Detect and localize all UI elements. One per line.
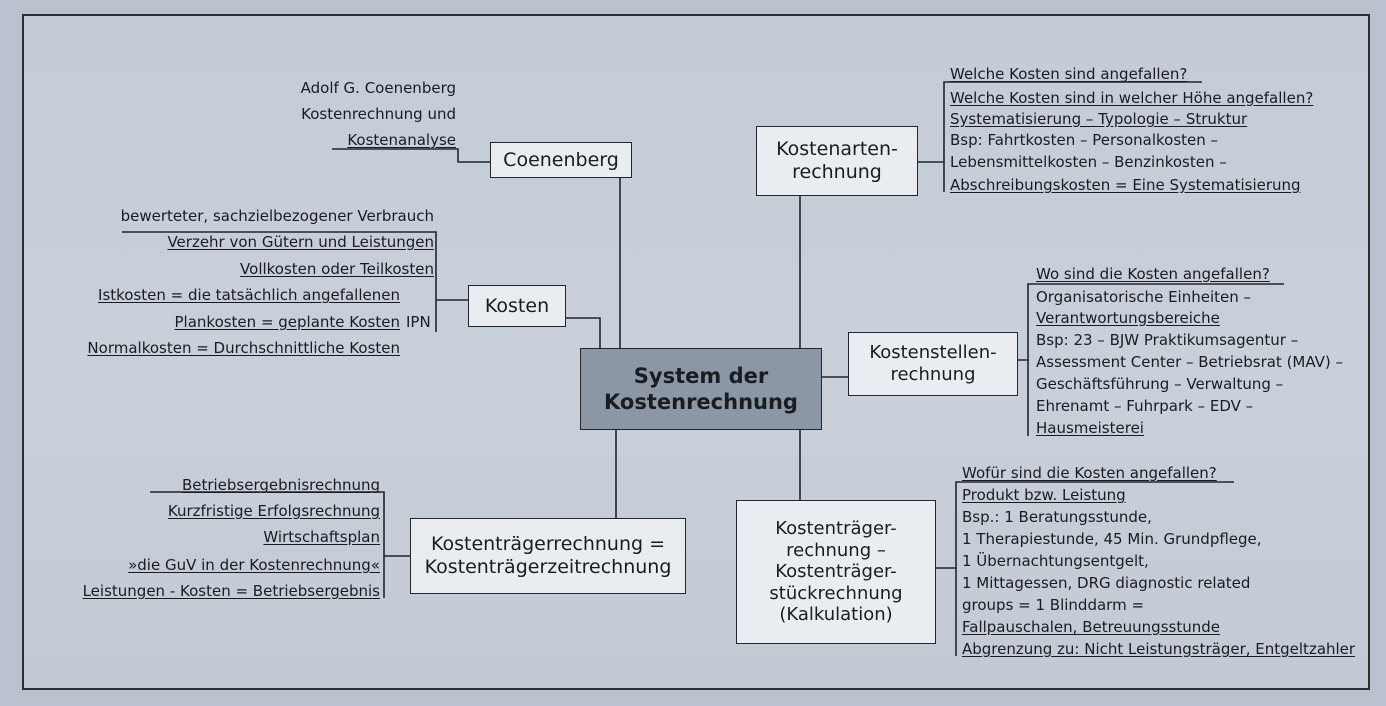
- kosten-note: bewerteter, sachzielbezogener Verbrauch: [120, 207, 434, 225]
- connector-coenenberg-notes: [332, 148, 490, 163]
- kostenstellen-note: Hausmeisterei: [1036, 419, 1144, 437]
- connector-kt-zeit-notes-top: [150, 491, 410, 557]
- coenenberg-note: Kostenrechnung und: [301, 105, 456, 123]
- node-coenenberg: Coenenberg: [490, 142, 632, 178]
- node-kosten-label: Kosten: [484, 294, 550, 317]
- kostentraeger-stueck-note: Bsp.: 1 Beratungsstunde,: [962, 508, 1152, 526]
- connector-kt-stueck-notes: [936, 481, 1234, 569]
- kosten-note: Verzehr von Gütern und Leistungen: [167, 233, 434, 251]
- connector-kostenstellen-notes: [1018, 283, 1284, 361]
- kostenstellen-note: Organisatorische Einheiten –: [1036, 288, 1252, 306]
- node-kostentraeger-stueck-label: Kostenträger- rechnung – Kostenträger- s…: [769, 518, 903, 626]
- kostenstellen-note: Assessment Center – Betriebsrat (MAV) –: [1036, 353, 1344, 371]
- node-kostentraeger-stueck: Kostenträger- rechnung – Kostenträger- s…: [736, 500, 936, 644]
- kostenarten-note: Bsp: Fahrtkosten – Personalkosten –: [950, 131, 1219, 149]
- node-kosten: Kosten: [468, 285, 566, 327]
- coenenberg-note: Kostenanalyse: [347, 131, 456, 149]
- kostenstellen-note: Bsp: 23 – BJW Praktikumsagentur –: [1036, 331, 1299, 349]
- kosten-note: Istkosten = die tatsächlich angefallenen: [98, 286, 400, 304]
- connector-kostenarten-notes: [918, 81, 1202, 163]
- kostenarten-note: Welche Kosten sind in welcher Höhe angef…: [950, 89, 1314, 107]
- center-node: System der Kostenrechnung: [580, 348, 822, 430]
- kostentraeger-stueck-note: Abgrenzung zu: Nicht Leistungsträger, En…: [962, 640, 1356, 658]
- kostentraeger-stueck-note: Produkt bzw. Leistung: [962, 486, 1126, 504]
- center-title: System der Kostenrechnung: [604, 363, 798, 414]
- kostenarten-note: Lebensmittelkosten – Benzinkosten –: [950, 153, 1227, 171]
- node-kostentraeger-zeit-label: Kostenträgerrechnung = Kostenträgerzeitr…: [424, 533, 672, 578]
- kostentraeger-stueck-note: 1 Therapiestunde, 45 Min. Grundpflege,: [962, 530, 1262, 548]
- kostenarten-note: Systematisierung – Typologie – Struktur: [950, 110, 1248, 128]
- kostentraeger-zeit-note: Kurzfristige Erfolgsrechnung: [167, 502, 380, 520]
- kosten-note: Plankosten = geplante Kosten: [174, 313, 401, 331]
- kostenarten-note: Welche Kosten sind angefallen?: [950, 65, 1188, 83]
- coenenberg-note: Adolf G. Coenenberg: [300, 79, 456, 97]
- node-coenenberg-label: Coenenberg: [503, 148, 619, 171]
- kostenarten-note: Abschreibungskosten = Eine Systematisier…: [950, 176, 1301, 194]
- kostentraeger-stueck-note: 1 Übernachtungsentgelt,: [962, 552, 1149, 570]
- connector-kosten-notes-top: [122, 231, 468, 301]
- kostenstellen-note: Geschäftsführung – Verwaltung –: [1036, 375, 1284, 393]
- kosten-ipn-label: IPN: [406, 313, 431, 331]
- node-kostenstellen-label: Kostenstellen- rechnung: [869, 342, 997, 385]
- kostentraeger-stueck-note: groups = 1 Blinddarm =: [962, 596, 1145, 614]
- kostentraeger-zeit-note: Leistungen - Kosten = Betriebsergebnis: [82, 582, 380, 600]
- kostentraeger-zeit-note: »die GuV in der Kostenrechnung«: [128, 556, 380, 574]
- kostentraeger-zeit-note: Wirtschaftsplan: [263, 528, 380, 546]
- kostentraeger-stueck-note: Fallpauschalen, Betreuungsstunde: [962, 618, 1220, 636]
- kostentraeger-stueck-note: 1 Mittagessen, DRG diagnostic related: [962, 574, 1251, 592]
- kostenstellen-note: Ehrenamt – Fuhrpark – EDV –: [1036, 397, 1254, 415]
- kosten-note: Normalkosten = Durchschnittliche Kosten: [87, 339, 400, 357]
- node-kostenarten: Kostenarten- rechnung: [756, 126, 918, 196]
- kosten-note: Vollkosten oder Teilkosten: [240, 260, 434, 278]
- kostenstellen-note: Wo sind die Kosten angefallen?: [1036, 265, 1270, 283]
- kostentraeger-stueck-note: Wofür sind die Kosten angefallen?: [962, 464, 1217, 482]
- node-kostenstellen: Kostenstellen- rechnung: [848, 332, 1018, 396]
- node-kostentraeger-zeit: Kostenträgerrechnung = Kostenträgerzeitr…: [410, 518, 686, 594]
- node-kostenarten-label: Kostenarten- rechnung: [776, 138, 898, 183]
- connector-kosten: [566, 317, 601, 350]
- kostentraeger-zeit-note: Betriebsergebnisrechnung: [181, 476, 380, 494]
- kostenstellen-note: Verantwortungsbereiche: [1036, 309, 1220, 327]
